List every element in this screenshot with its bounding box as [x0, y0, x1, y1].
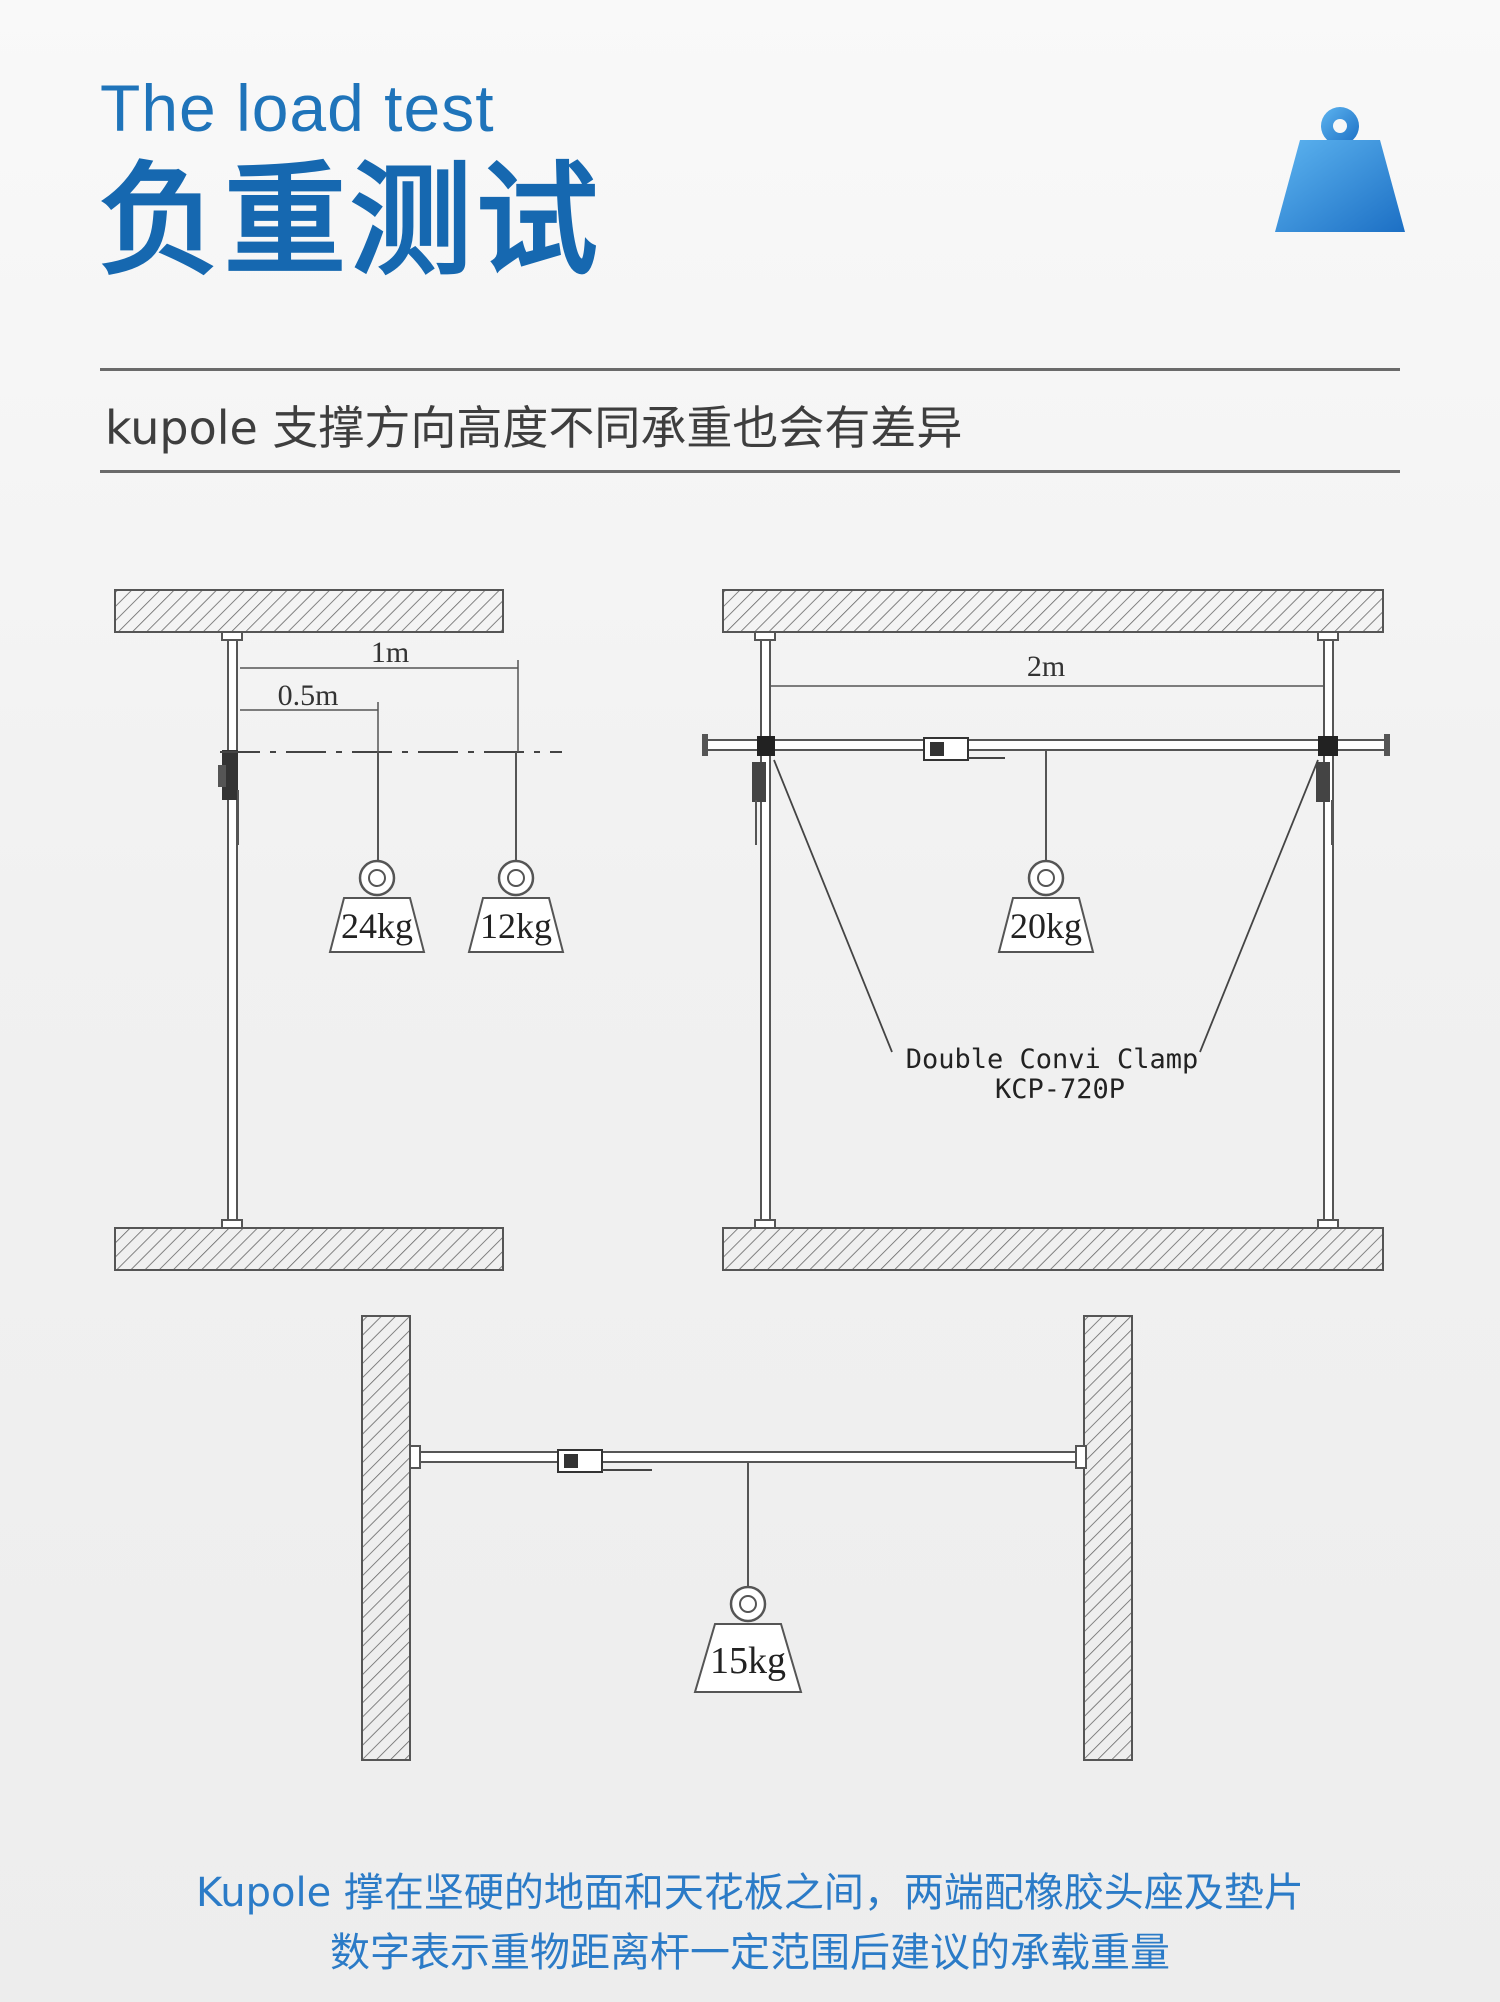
footer-line-1: Kupole 撑在坚硬的地面和天花板之间，两端配橡胶头座及垫片	[196, 1870, 1304, 1916]
vertical-pole-right	[1323, 639, 1334, 1221]
weight-24kg-label: 24kg	[341, 906, 413, 946]
horizontal-pole	[419, 1451, 1077, 1463]
double-clamp-right	[1318, 736, 1338, 756]
weight-12kg-label: 12kg	[480, 906, 552, 946]
weight-15kg-label: 15kg	[710, 1640, 786, 1682]
diagram-left: 1m 0.5m 24kg 12kg	[114, 589, 565, 1271]
pole-clamp	[218, 750, 239, 845]
weight-20kg-label: 20kg	[1010, 906, 1082, 946]
weight-20kg: 20kg	[997, 859, 1095, 953]
weight-15kg: 15kg	[693, 1585, 803, 1693]
weight-icon	[1275, 107, 1405, 232]
bottom-divider	[100, 470, 1400, 473]
title-english: The load test	[100, 71, 495, 145]
footer-line-2: 数字表示重物距离杆一定范围后建议的承载重量	[330, 1930, 1170, 1976]
title-chinese: 负重测试	[98, 150, 602, 292]
subtitle: kupole 支撑方向高度不同承重也会有差异	[105, 401, 963, 455]
span-2m-label: 2m	[1027, 650, 1065, 683]
wall-left	[361, 1315, 411, 1761]
diagram-bottom: 15kg	[361, 1315, 1133, 1761]
vertical-pole	[227, 639, 238, 1221]
clamp-model-label: KCP-720P	[995, 1074, 1125, 1105]
horizontal-bar	[705, 739, 1387, 751]
bar-clamp	[557, 1449, 652, 1473]
wall-right	[1083, 1315, 1133, 1761]
dimension-1m-label: 1m	[371, 636, 409, 669]
top-divider	[100, 368, 1400, 371]
floor-slab	[114, 1227, 504, 1271]
diagram-right: 2m 20kg Double Convi Clamp KCP-720	[702, 589, 1390, 1271]
double-clamp-left	[757, 736, 775, 756]
floor-slab	[722, 1227, 1384, 1271]
ceiling-slab	[722, 589, 1384, 633]
weight-24kg: 24kg	[328, 859, 426, 953]
bar-clamp	[923, 737, 1005, 761]
dimension-half-label: 0.5m	[278, 679, 339, 712]
weight-12kg: 12kg	[467, 859, 565, 953]
clamp-name-label: Double Convi Clamp	[906, 1044, 1199, 1075]
vertical-pole-left	[760, 639, 771, 1221]
ceiling-slab	[114, 589, 504, 633]
